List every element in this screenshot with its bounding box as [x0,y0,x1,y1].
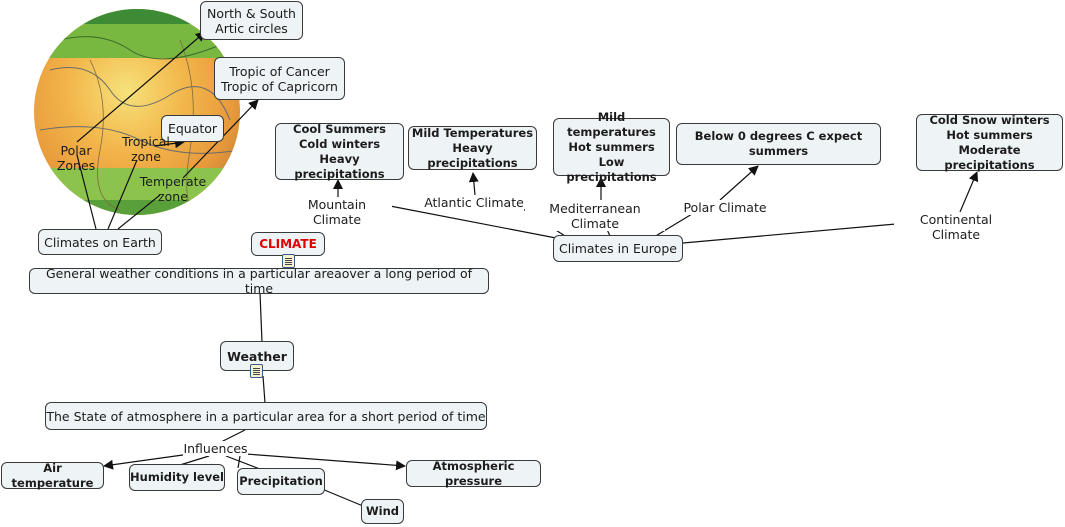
node-mediterranean-description[interactable]: Mild temperatures Hot summers Low precip… [553,110,670,184]
node-climates-on-earth[interactable]: Climates on Earth [38,229,162,255]
node-continental-description[interactable]: Cold Snow winters Hot summers Moderate p… [916,113,1063,172]
label-polar-climate: Polar Climate [682,200,768,215]
climate-title-text: CLIMATE [259,236,317,251]
note-icon[interactable] [250,364,263,378]
node-air-temperature[interactable]: Air temperature [1,461,104,490]
node-atmospheric-pressure[interactable]: Atmospheric pressure [406,459,541,488]
label-temperate-zone: Temperate zone [139,174,207,204]
label-tropical-zone: Tropical zone [122,134,170,164]
node-humidity-level[interactable]: Humidity level [129,464,225,491]
node-wind[interactable]: Wind [361,499,404,524]
label-polar-zones: Polar Zones [56,143,96,173]
node-equator[interactable]: Equator [161,115,224,142]
label-mediterranean-climate: Mediterranean Climate [525,201,665,231]
label-continental-climate: Continental Climate [894,212,1018,242]
label-influences: Influences [183,441,248,456]
globe-image [34,9,240,215]
node-weather-definition[interactable]: The State of atmosphere in a particular … [45,402,487,430]
node-tropics[interactable]: Tropic of Cancer Tropic of Capricorn [214,57,345,100]
node-precipitation[interactable]: Precipitation [237,468,325,495]
node-mountain-description[interactable]: Cool Summers Cold winters Heavy precipit… [275,122,404,181]
node-atlantic-description[interactable]: Mild Temperatures Heavy precipitations [408,126,537,170]
label-atlantic-climate: Atlantic Climate [424,195,524,210]
node-polar-description[interactable]: Below 0 degrees C expect summers [676,123,881,165]
node-climate-title[interactable]: CLIMATE [251,232,325,256]
note-icon[interactable] [282,254,295,268]
node-climates-in-europe[interactable]: Climates in Europe [553,235,683,262]
node-climate-definition[interactable]: General weather conditions in a particul… [29,266,489,296]
label-mountain-climate: Mountain Climate [282,197,392,227]
node-north-south-artic-circles[interactable]: North & South Artic circles [200,1,303,40]
